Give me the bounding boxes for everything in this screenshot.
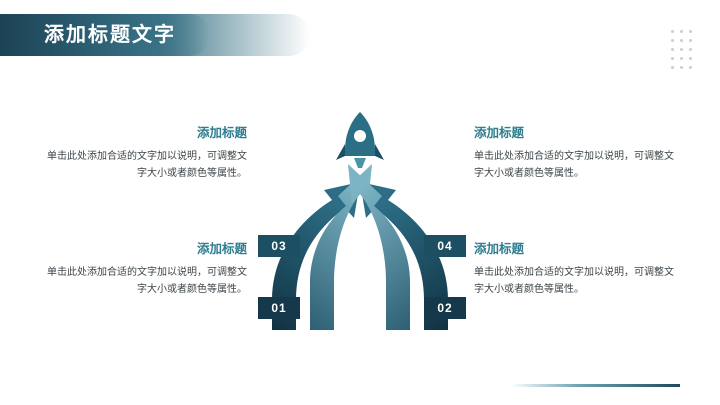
arrow-03 xyxy=(310,164,372,330)
dot xyxy=(680,48,683,51)
dot xyxy=(671,57,674,60)
badge-03: 03 xyxy=(258,235,300,257)
bottom-accent-line xyxy=(510,384,680,387)
arrow-02 xyxy=(360,182,448,330)
dot xyxy=(689,30,692,33)
block-03-title: 添加标题 xyxy=(196,126,247,140)
dot xyxy=(680,30,683,33)
badge-04: 04 xyxy=(424,235,466,257)
block-02-title: 添加标题 xyxy=(474,242,525,256)
dot xyxy=(671,66,674,69)
rocket-icon xyxy=(336,112,384,168)
block-01-text: 单击此处添加合适的文字加以说明，可调整文字大小或者颜色等属性。 xyxy=(47,267,247,295)
dot xyxy=(671,48,674,51)
arrow-04 xyxy=(348,164,410,330)
arrow-diagram xyxy=(248,104,472,330)
arrow-01 xyxy=(272,182,360,330)
block-01-title: 添加标题 xyxy=(196,242,247,256)
badge-02: 02 xyxy=(424,297,466,319)
text-block-03: 添加标题 单击此处添加合适的文字加以说明，可调整文字大小或者颜色等属性。 xyxy=(42,124,247,182)
block-02-text: 单击此处添加合适的文字加以说明，可调整文字大小或者颜色等属性。 xyxy=(474,267,674,295)
dot xyxy=(680,57,683,60)
dot xyxy=(680,39,683,42)
text-block-02: 添加标题 单击此处添加合适的文字加以说明，可调整文字大小或者颜色等属性。 xyxy=(474,240,679,298)
dot-grid-decoration xyxy=(671,30,698,75)
text-block-04: 添加标题 单击此处添加合适的文字加以说明，可调整文字大小或者颜色等属性。 xyxy=(474,124,679,182)
block-04-text: 单击此处添加合适的文字加以说明，可调整文字大小或者颜色等属性。 xyxy=(474,151,674,179)
block-04-title: 添加标题 xyxy=(474,126,525,140)
dot xyxy=(689,39,692,42)
header-band-inner xyxy=(0,14,210,56)
dot xyxy=(671,39,674,42)
block-03-text: 单击此处添加合适的文字加以说明，可调整文字大小或者颜色等属性。 xyxy=(47,151,247,179)
dot xyxy=(689,57,692,60)
dot xyxy=(689,66,692,69)
dot xyxy=(680,66,683,69)
dot xyxy=(671,30,674,33)
badge-01: 01 xyxy=(258,297,300,319)
dot xyxy=(689,48,692,51)
page-title: 添加标题文字 xyxy=(44,24,176,46)
text-block-01: 添加标题 单击此处添加合适的文字加以说明，可调整文字大小或者颜色等属性。 xyxy=(42,240,247,298)
